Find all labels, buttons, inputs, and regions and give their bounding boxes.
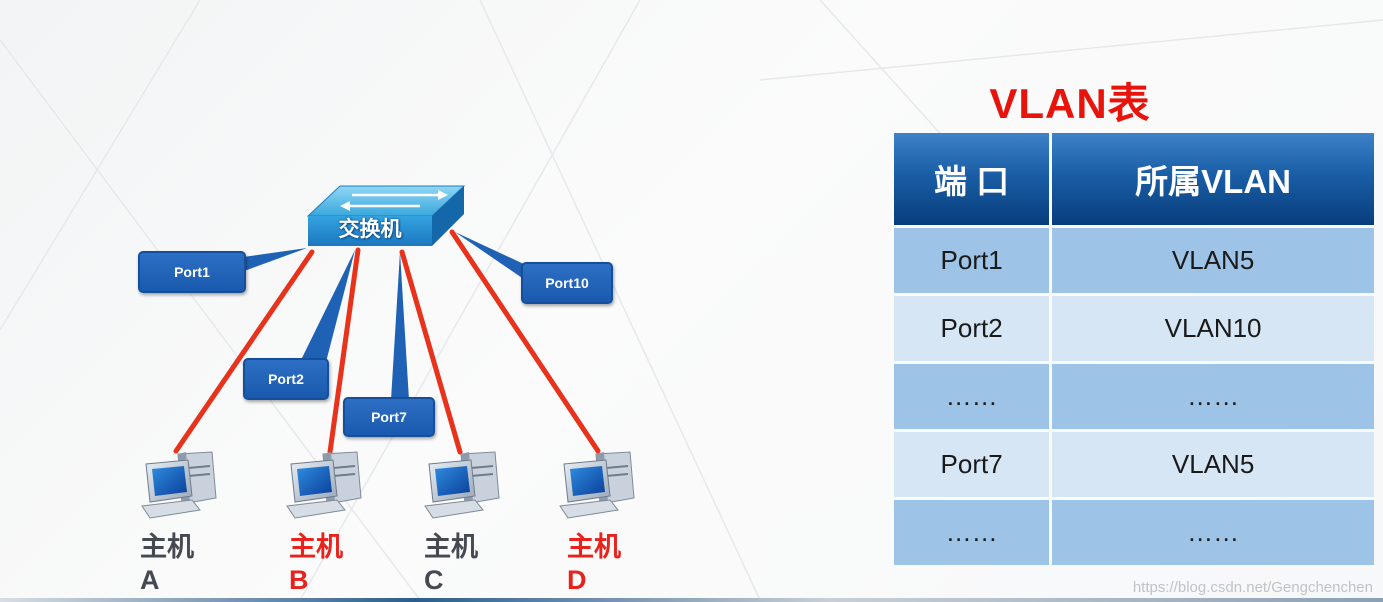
cell-port: …… (894, 500, 1050, 565)
table-row: Port7 VLAN5 (894, 432, 1374, 497)
port2-pointer (300, 250, 355, 362)
port-callout-label: Port2 (268, 371, 304, 387)
link-host-c (399, 249, 463, 455)
port1-pointer (236, 248, 307, 274)
host-name: 主机 (424, 532, 478, 562)
cell-vlan: VLAN5 (1052, 228, 1374, 293)
cell-vlan: …… (1052, 500, 1374, 565)
bottom-strip (0, 598, 1383, 602)
header-vlan: 所属VLAN (1052, 133, 1374, 225)
port-callout-7: Port7 (343, 397, 435, 437)
host-letter: C (424, 565, 444, 595)
host-letter: B (289, 565, 309, 595)
table-row: …… …… (894, 500, 1374, 565)
table-header-row: 端 口 所属VLAN (894, 133, 1374, 225)
host-label-a: 主机 A (140, 531, 220, 597)
link-host-a (173, 249, 315, 454)
table-row: Port2 VLAN10 (894, 296, 1374, 361)
cell-port: Port2 (894, 296, 1050, 361)
switch-icon (306, 185, 466, 246)
host-icon-a (141, 451, 217, 519)
host-letter: D (567, 565, 587, 595)
port-callout-label: Port7 (371, 409, 407, 425)
host-name: 主机 (567, 532, 621, 562)
host-icon-b (286, 451, 362, 519)
link-host-d (449, 229, 601, 454)
port-callout-2: Port2 (243, 358, 329, 400)
host-name: 主机 (140, 532, 194, 562)
table-row: Port1 VLAN5 (894, 228, 1374, 293)
link-host-b (327, 247, 361, 455)
host-letter: A (140, 565, 160, 595)
host-label-d: 主机 D (567, 531, 647, 597)
host-icon-c (424, 451, 500, 519)
vlan-table-title: VLAN表 (989, 80, 1151, 127)
port-callout-label: Port10 (545, 275, 589, 291)
host-name: 主机 (289, 532, 343, 562)
cell-vlan: VLAN5 (1052, 432, 1374, 497)
port10-pointer (455, 232, 528, 282)
host-icon-d (559, 451, 635, 519)
cell-port: …… (894, 364, 1050, 429)
host-label-c: 主机 C (424, 531, 504, 597)
cell-port: Port7 (894, 432, 1050, 497)
table-row: …… …… (894, 364, 1374, 429)
header-port: 端 口 (894, 133, 1050, 225)
port7-pointer (391, 252, 409, 400)
port-callout-label: Port1 (174, 264, 210, 280)
vlan-table: 端 口 所属VLAN Port1 VLAN5 Port2 VLAN10 …… …… (891, 130, 1377, 568)
cell-port: Port1 (894, 228, 1050, 293)
port-callout-1: Port1 (138, 251, 246, 293)
switch-label: 交换机 (338, 218, 402, 241)
port-callout-10: Port10 (521, 262, 613, 304)
cell-vlan: VLAN10 (1052, 296, 1374, 361)
host-label-b: 主机 B (289, 531, 369, 597)
watermark: https://blog.csdn.net/Gengchenchen (1132, 579, 1373, 596)
cell-vlan: …… (1052, 364, 1374, 429)
